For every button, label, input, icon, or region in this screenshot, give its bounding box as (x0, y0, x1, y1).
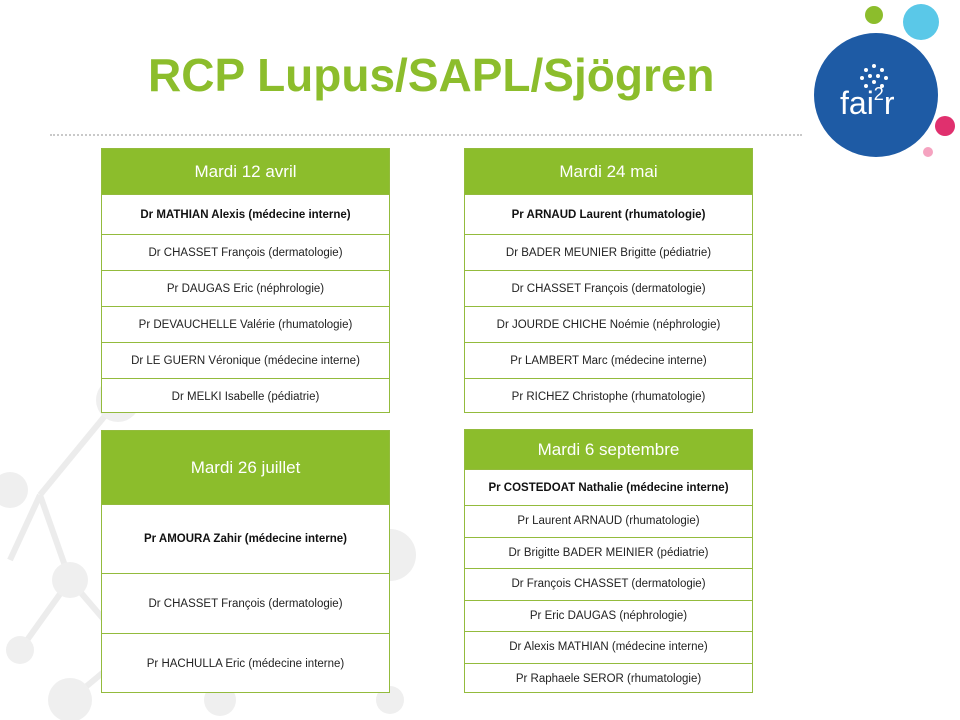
schedule-table-july: Mardi 26 juillet Pr AMOURA Zahir (médeci… (101, 430, 390, 693)
schedule-member: Pr RICHEZ Christophe (rhumatologie) (511, 391, 706, 403)
svg-text:fai2r: fai2r (840, 84, 895, 121)
schedule-member: Dr LE GUERN Véronique (médecine interne) (102, 343, 389, 379)
schedule-member: Pr HACHULLA Eric (médecine interne) (146, 658, 345, 670)
schedule-member: Pr Eric DAUGAS (néphrologie) (465, 601, 752, 632)
schedule-lead: Pr AMOURA Zahir (médecine interne) (102, 505, 389, 574)
schedule-member: Pr DAUGAS Eric (néphrologie) (102, 271, 389, 307)
schedule-member: Dr Brigitte BADER MEINIER (pédiatrie) (465, 538, 752, 569)
logo-text-superscript: 2 (874, 84, 884, 104)
title-divider (50, 134, 802, 136)
schedule-member: Dr CHASSET François (dermatologie) (465, 271, 752, 307)
fai2r-logo: fai2r (814, 4, 955, 157)
schedule-lead: Dr MATHIAN Alexis (médecine interne) (102, 195, 389, 235)
schedule-member: Dr Alexis MATHIAN (médecine interne) (465, 632, 752, 664)
schedule-member: Pr Laurent ARNAUD (rhumatologie) (465, 506, 752, 538)
schedule-table-september: Mardi 6 septembre Pr COSTEDOAT Nathalie … (464, 429, 753, 693)
schedule-member: Dr MELKI Isabelle (pédiatrie) (171, 391, 320, 403)
schedule-member: Pr DEVAUCHELLE Valérie (rhumatologie) (102, 307, 389, 343)
schedule-lead: Pr ARNAUD Laurent (rhumatologie) (465, 195, 752, 235)
schedule-member: Pr LAMBERT Marc (médecine interne) (465, 343, 752, 379)
schedule-member: Pr Raphaele SEROR (rhumatologie) (515, 673, 702, 686)
schedule-lead: Pr COSTEDOAT Nathalie (médecine interne) (465, 470, 752, 506)
schedule-table-may: Mardi 24 mai Pr ARNAUD Laurent (rhumatol… (464, 148, 753, 413)
logo-text-end: r (884, 85, 895, 121)
page-title: RCP Lupus/SAPL/Sjögren (148, 49, 715, 101)
schedule-date: Mardi 26 juillet (102, 431, 389, 505)
schedule-date: Mardi 12 avril (102, 149, 389, 195)
schedule-member: Dr JOURDE CHICHE Noémie (néphrologie) (465, 307, 752, 343)
schedule-member: Dr CHASSET François (dermatologie) (102, 235, 389, 271)
schedule-date: Mardi 24 mai (465, 149, 752, 195)
logo-text-main: fai (840, 85, 874, 121)
schedule-member: Dr François CHASSET (dermatologie) (465, 569, 752, 601)
schedule-table-april: Mardi 12 avril Dr MATHIAN Alexis (médeci… (101, 148, 390, 413)
schedule-member: Dr BADER MEUNIER Brigitte (pédiatrie) (465, 235, 752, 271)
schedule-date: Mardi 6 septembre (465, 430, 752, 470)
schedule-member: Dr CHASSET François (dermatologie) (102, 574, 389, 634)
